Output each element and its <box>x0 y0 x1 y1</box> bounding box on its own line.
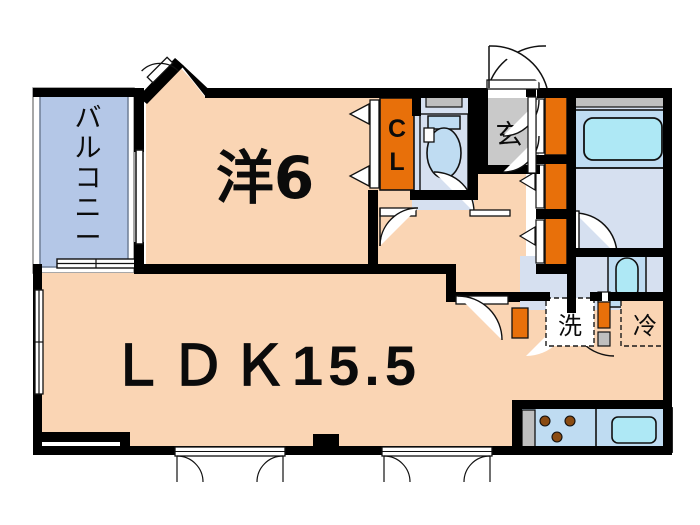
western-room-door <box>379 207 419 247</box>
hallway-closet-lower <box>544 217 568 266</box>
ldk-window-left <box>174 446 286 483</box>
toilet-tank <box>427 115 461 130</box>
gas-stove-3-burner <box>539 415 576 443</box>
svg-text:ニ: ニ <box>75 193 102 224</box>
hallway-closet-upper <box>544 96 568 156</box>
svg-text:バ: バ <box>75 103 102 134</box>
genkan-inner-door <box>502 96 540 174</box>
washroom-cabinet <box>511 307 529 339</box>
fridge-label: 冷 <box>633 312 657 340</box>
hallway-closet-lower-fold-marker <box>518 225 536 247</box>
kitchen-tall-cabinet <box>521 409 536 451</box>
closet-cl-fold-marker-bottom <box>348 164 370 188</box>
kitchen-counter <box>519 407 673 453</box>
balcony-sliding-door <box>56 258 136 269</box>
hallway-closet-middle <box>544 162 568 211</box>
closet-cl-doors <box>369 99 380 189</box>
closet-cl: C L <box>348 97 415 191</box>
svg-text:ル: ル <box>75 133 102 164</box>
closet-cl-fold-marker-top <box>348 102 370 126</box>
closet-cl-label-l: L <box>389 148 404 176</box>
left-window <box>34 289 44 395</box>
ldk-label: ＬＤＫ15.5 <box>109 334 421 397</box>
svg-text:ー: ー <box>75 223 102 254</box>
ldk-floor <box>40 273 520 455</box>
closet-cl-body <box>379 97 415 191</box>
ldk-window-right <box>381 446 493 483</box>
bottom-wall-pier <box>313 434 339 455</box>
balcony-label: バ ル コ ニ ー <box>75 103 102 254</box>
toilet-shelf <box>425 96 463 108</box>
refrigerator-space: 冷 <box>620 297 670 347</box>
corner-window <box>141 56 179 84</box>
bathtub <box>583 117 663 161</box>
hallway-closet-lower-door <box>535 219 545 264</box>
washer-label: 洗 <box>558 312 582 340</box>
svg-text:コ: コ <box>75 163 102 194</box>
ldk-hall-door <box>455 295 509 341</box>
toilet-paper-holder <box>423 127 435 143</box>
kitchen-sink <box>611 416 657 444</box>
hallway-closet-middle-fold-marker <box>518 170 536 192</box>
entrance-door <box>486 45 548 90</box>
toilet-fixtures <box>419 113 511 217</box>
fridge-dashed-outline <box>620 297 670 347</box>
western-room-label: 洋6 <box>216 144 314 212</box>
closet-cl-label-c: C <box>388 115 406 143</box>
